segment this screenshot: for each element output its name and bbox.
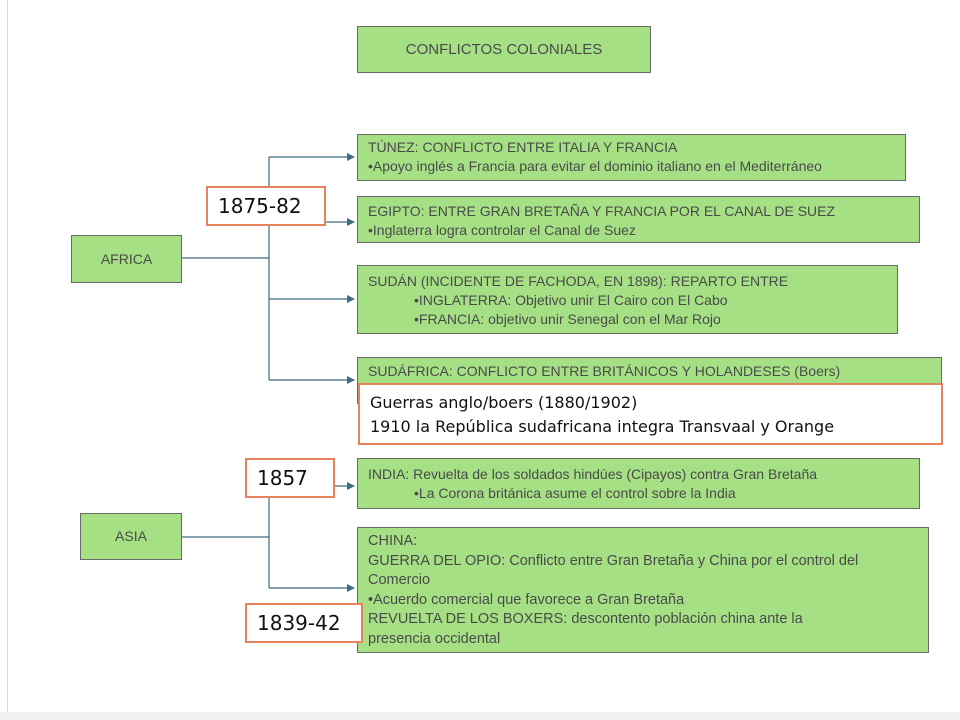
china-line-1: CHINA: [368,533,418,549]
boers-note-line-1: Guerras anglo/boers (1880/1902) [370,393,638,412]
china-line-6: presencia occidental [368,630,501,647]
sudafrica-heading: SUDÁFRICA: CONFLICTO ENTRE BRITÁNICOS Y … [368,363,841,379]
boers-note-line-2: 1910 la República sudafricana integra Tr… [370,417,835,436]
date-label-china: 1839-42 [245,603,363,643]
region-box-asia: ASIA [80,513,182,560]
left-margin-rule [7,0,8,720]
date-text-china: 1839-42 [257,611,341,635]
title-text: CONFLICTOS COLONIALES [405,41,603,58]
india-heading: INDIA: Revuelta de los soldados hindúes … [368,466,818,482]
conflict-box-india: INDIA: Revuelta de los soldados hindúes … [357,458,920,509]
conflict-box-tunez: TÚNEZ: CONFLICTO ENTRE ITALIA Y FRANCIA … [357,134,906,181]
sudan-bullet-2: •FRANCIA: objetivo unir Senegal con el M… [414,311,721,327]
title-box: CONFLICTOS COLONIALES [357,26,651,73]
date-text-africa-north: 1875-82 [218,194,302,218]
china-line-4: •Acuerdo comercial que favorece a Gran B… [368,591,685,608]
boers-note: Guerras anglo/boers (1880/1902) 1910 la … [358,383,943,445]
region-label-africa: AFRICA [100,250,153,267]
conflict-box-china: CHINA: GUERRA DEL OPIO: Conflicto entre … [357,527,929,653]
tunez-heading: TÚNEZ: CONFLICTO ENTRE ITALIA Y FRANCIA [368,139,678,155]
region-box-africa: AFRICA [71,235,182,283]
sudan-bullet-1: •INGLATERRA: Objetivo unir El Cairo con … [414,292,728,308]
region-label-asia: ASIA [115,528,147,544]
india-bullet-1: •La Corona británica asume el control so… [414,485,736,501]
egipto-heading: EGIPTO: ENTRE GRAN BRETAÑA Y FRANCIA POR… [368,203,836,219]
china-line-5: REVUELTA DE LOS BOXERS: descontento pobl… [368,611,803,627]
tunez-bullet-1: •Apoyo inglés a Francia para evitar el d… [368,158,822,174]
egipto-bullet-1: •Inglaterra logra controlar el Canal de … [368,222,636,238]
sudan-heading: SUDÁN (INCIDENTE DE FACHODA, EN 1898): R… [368,273,789,289]
date-text-india: 1857 [257,466,308,490]
conflict-box-sudan: SUDÁN (INCIDENTE DE FACHODA, EN 1898): R… [357,265,898,334]
conflict-box-egipto: EGIPTO: ENTRE GRAN BRETAÑA Y FRANCIA POR… [357,196,920,243]
china-line-3: Comercio [368,572,431,588]
date-label-africa-north: 1875-82 [206,186,326,226]
china-line-2: GUERRA DEL OPIO: Conflicto entre Gran Br… [368,552,859,569]
bottom-band [0,712,960,720]
date-label-india: 1857 [245,458,335,498]
